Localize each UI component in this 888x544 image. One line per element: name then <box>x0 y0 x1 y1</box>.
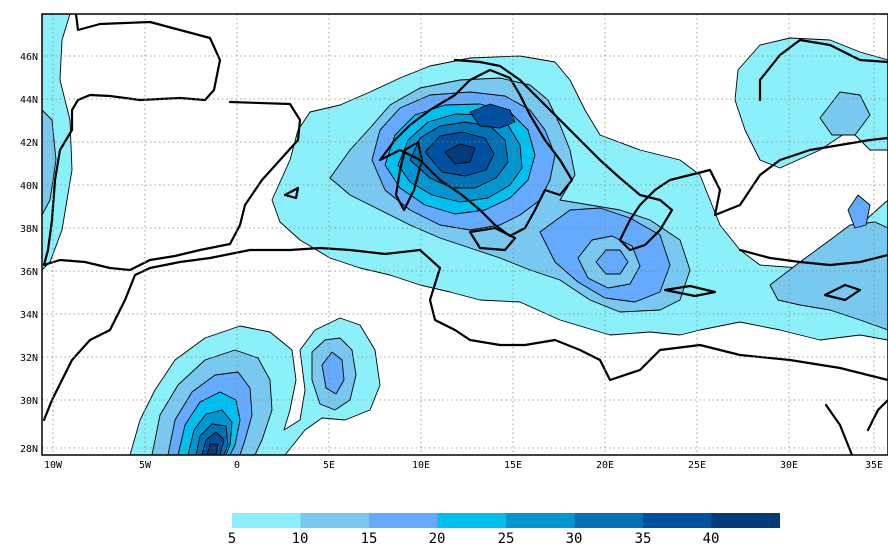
lat-tick-label: 30N <box>20 396 38 407</box>
colorbar-swatch <box>300 513 369 528</box>
colorbar-swatch <box>437 513 506 528</box>
coastline-iberia <box>42 98 302 272</box>
lat-tick-label: 44N <box>20 95 38 106</box>
contour-level-10 <box>42 109 57 216</box>
contour-level-35 <box>469 103 516 129</box>
colorbar-swatch <box>232 513 301 528</box>
coastline-britain-france <box>74 14 222 102</box>
filled-contours <box>42 14 888 455</box>
colorbar-label: 25 <box>498 531 515 544</box>
island-cyprus <box>823 283 862 302</box>
lat-tick-label: 40N <box>20 181 38 192</box>
colorbar-label: 40 <box>703 531 720 544</box>
contour-level-15 <box>847 194 871 229</box>
lat-tick-label: 34N <box>20 310 38 321</box>
coastline-north-africa <box>42 246 888 422</box>
colorbar-label: 35 <box>635 531 652 544</box>
colorbar: 5 10 15 20 25 30 35 40 <box>228 513 780 544</box>
coastlines <box>42 14 888 455</box>
coastline-black-sea <box>758 38 888 102</box>
colorbar-swatch <box>711 513 780 528</box>
lon-tick-label: 10E <box>412 460 430 471</box>
contour-level-10 <box>819 91 871 136</box>
colorbar-label: 30 <box>566 531 583 544</box>
contour-level-40 <box>444 143 476 165</box>
coastline-balkans <box>453 58 888 252</box>
lon-tick-label: 15E <box>504 460 522 471</box>
graticule <box>42 14 888 455</box>
latitude-labels: 46N 44N 42N 40N 38N 36N 34N 32N 30N 28N <box>20 52 38 455</box>
coastline-italy <box>378 68 574 238</box>
lat-tick-label: 32N <box>20 353 38 364</box>
lon-tick-label: 10W <box>44 460 63 471</box>
longitude-labels: 10W 5W 0 5E 10E 15E 20E 25E 30E 35E <box>44 460 883 471</box>
island-crete <box>663 284 717 298</box>
colorbar-swatch <box>506 513 575 528</box>
colorbar-swatch <box>643 513 712 528</box>
island-balearics <box>283 186 300 200</box>
contour-level-10 <box>769 221 888 331</box>
lon-tick-label: 5W <box>139 460 152 471</box>
lon-tick-label: 30E <box>780 460 798 471</box>
contour-level-5 <box>734 37 888 169</box>
lat-tick-label: 46N <box>20 52 38 63</box>
contour-level-25 <box>595 249 629 275</box>
coastline-red-sea <box>824 403 854 455</box>
lat-tick-label: 28N <box>20 444 38 455</box>
island-corsica-sardinia <box>394 140 424 212</box>
colorbar-label: 15 <box>361 531 378 544</box>
colorbar-swatch <box>574 513 643 528</box>
lat-tick-label: 42N <box>20 138 38 149</box>
lat-tick-label: 36N <box>20 267 38 278</box>
lon-tick-label: 5E <box>323 460 335 471</box>
colorbar-label: 5 <box>228 531 236 544</box>
lat-tick-label: 38N <box>20 224 38 235</box>
map-plot-area <box>42 14 888 455</box>
colorbar-label: 10 <box>292 531 309 544</box>
contour-level-15 <box>321 351 345 395</box>
coastline-anatolia-south <box>738 248 888 267</box>
plot-frame <box>41 13 888 456</box>
lon-tick-label: 25E <box>688 460 706 471</box>
island-sicily <box>468 226 517 252</box>
colorbar-label: 20 <box>429 531 446 544</box>
contour-level-35 <box>201 431 225 455</box>
colorbar-swatch <box>369 513 438 528</box>
coastline-sinai <box>866 398 888 432</box>
lon-tick-label: 0 <box>234 460 240 471</box>
lon-tick-label: 35E <box>865 460 883 471</box>
lon-tick-label: 20E <box>596 460 614 471</box>
